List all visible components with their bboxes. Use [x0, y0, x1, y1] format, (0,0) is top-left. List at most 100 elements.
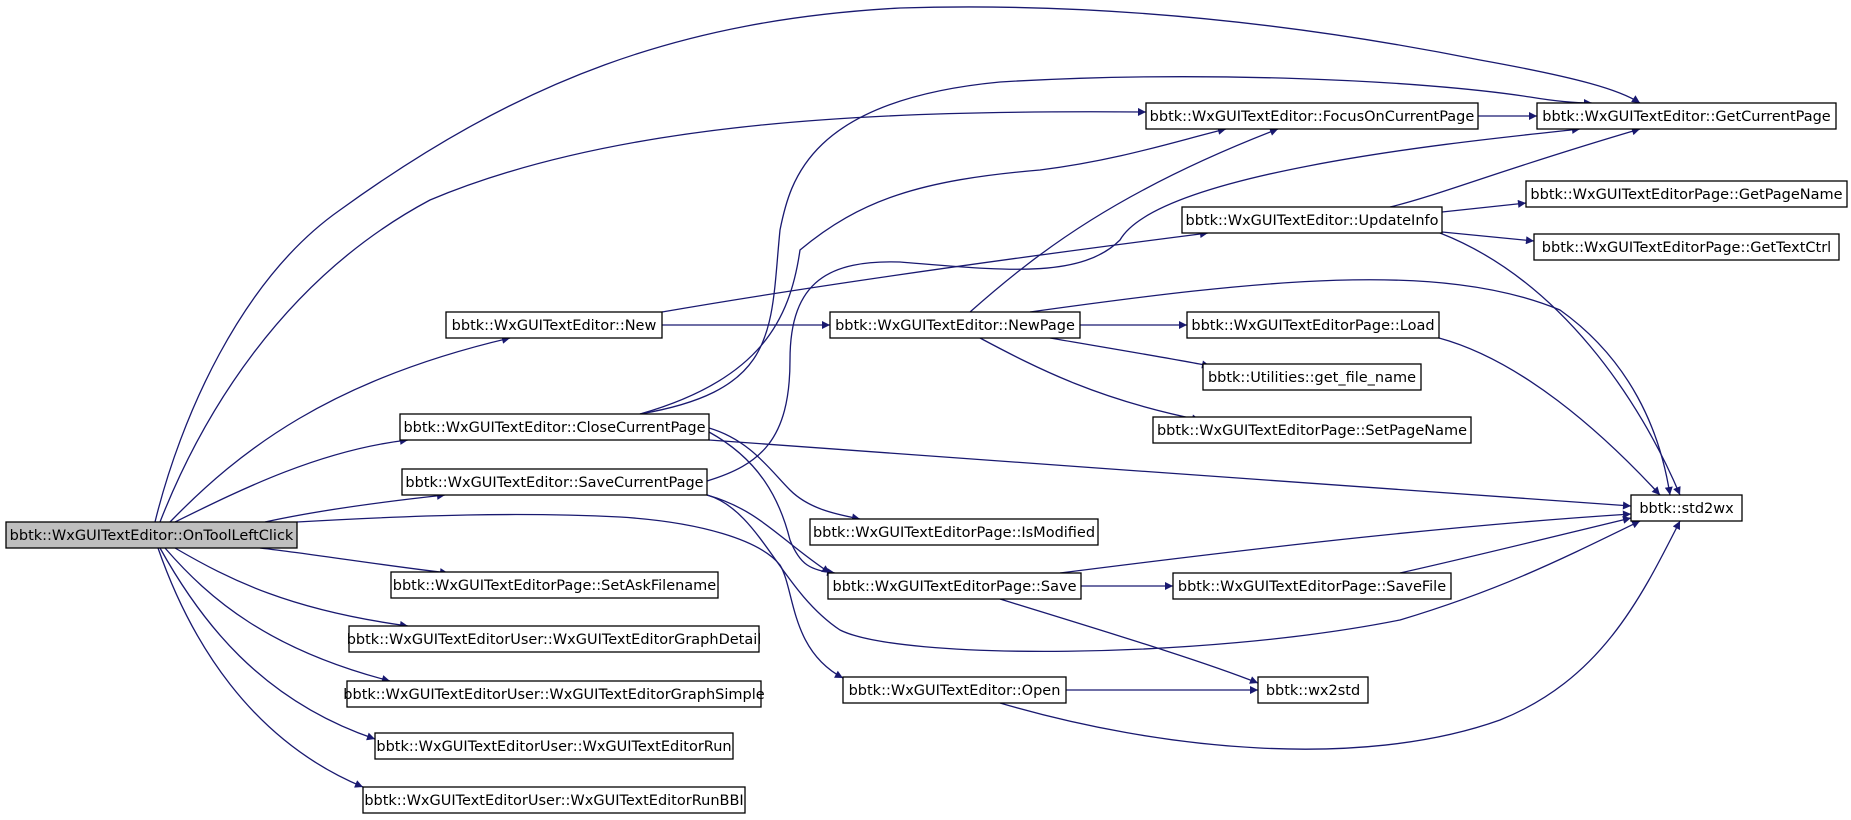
edge-save-to-std2wx	[1059, 510, 1632, 574]
edge-closeCurrentPage-to-save	[708, 431, 836, 577]
node-getCurrentPage[interactable]: bbtk::WxGUITextEditor::GetCurrentPage	[1536, 102, 1837, 130]
node-box	[1525, 180, 1848, 208]
node-box	[5, 521, 298, 549]
node-getPageName[interactable]: bbtk::WxGUITextEditorPage::GetPageName	[1525, 180, 1848, 208]
node-box	[346, 680, 762, 708]
edge-new-to-updateInfo	[661, 230, 1209, 313]
node-box	[1181, 206, 1443, 234]
node-box	[445, 311, 663, 339]
node-box	[809, 518, 1099, 546]
edge-updateInfo-to-getPageName	[1441, 199, 1527, 213]
edge-newPage-to-focusOnCurrentPage	[969, 128, 1279, 313]
edge-newPage-to-setPageName	[979, 337, 1201, 423]
node-label: bbtk::WxGUITextEditor::UpdateInfo	[1185, 213, 1438, 229]
node-label: bbtk::WxGUITextEditor::Open	[849, 683, 1061, 699]
node-label: bbtk::WxGUITextEditor::New	[452, 318, 657, 334]
edge-newPage-to-getFileName	[1049, 337, 1211, 369]
edge-onToolLeftClick-to-open	[296, 513, 844, 679]
node-box	[1536, 102, 1837, 130]
node-box	[1202, 363, 1422, 391]
node-label: bbtk::Utilities::get_file_name	[1208, 370, 1416, 386]
edge-load-to-std2wx	[1438, 337, 1661, 496]
edge-onToolLeftClick-to-focusOnCurrentPage	[159, 107, 1147, 523]
node-box	[1152, 416, 1472, 444]
node-label: bbtk::WxGUITextEditorPage::SetAskFilenam…	[393, 578, 717, 594]
node-box	[362, 786, 746, 814]
edge-closeCurrentPage-to-focusOnCurrentPage	[639, 126, 1227, 415]
node-load[interactable]: bbtk::WxGUITextEditorPage::Load	[1186, 311, 1440, 339]
node-save[interactable]: bbtk::WxGUITextEditorPage::Save	[827, 572, 1082, 600]
nodes-layer: bbtk::WxGUITextEditor::OnToolLeftClickbb…	[5, 102, 1848, 814]
edge-onToolLeftClick-to-setAskFilename	[259, 547, 449, 577]
edge-newPage-to-std2wx	[1029, 279, 1673, 496]
node-setAskFilename[interactable]: bbtk::WxGUITextEditorPage::SetAskFilenam…	[390, 571, 719, 599]
node-box	[401, 468, 708, 496]
node-graphSimple[interactable]: bbtk::WxGUITextEditorUser::WxGUITextEdit…	[343, 680, 765, 708]
node-box	[374, 732, 734, 760]
node-closeCurrentPage[interactable]: bbtk::WxGUITextEditor::CloseCurrentPage	[399, 413, 710, 441]
edge-saveCurrentPage-to-save	[706, 494, 831, 574]
node-box	[842, 676, 1067, 704]
node-graphDetail[interactable]: bbtk::WxGUITextEditorUser::WxGUITextEdit…	[347, 625, 762, 653]
node-label: bbtk::WxGUITextEditor::GetCurrentPage	[1542, 109, 1831, 125]
node-label: bbtk::WxGUITextEditor::CloseCurrentPage	[403, 420, 705, 436]
node-box	[1630, 494, 1743, 522]
edge-closeCurrentPage-to-std2wx	[708, 439, 1632, 510]
edge-onToolLeftClick-to-graphSimple	[164, 547, 391, 683]
node-runBBI[interactable]: bbtk::WxGUITextEditorUser::WxGUITextEdit…	[362, 786, 746, 814]
node-label: bbtk::WxGUITextEditorPage::SaveFile	[1178, 579, 1446, 595]
node-label: bbtk::WxGUITextEditorPage::Save	[832, 579, 1076, 595]
edge-onToolLeftClick-to-graphDetail	[174, 547, 409, 629]
edge-closeCurrentPage-to-isModified	[708, 427, 861, 522]
edge-onToolLeftClick-to-new	[169, 335, 511, 523]
node-label: bbtk::WxGUITextEditorUser::WxGUITextEdit…	[364, 793, 743, 809]
node-label: bbtk::WxGUITextEditorUser::WxGUITextEdit…	[343, 687, 764, 703]
node-run[interactable]: bbtk::WxGUITextEditorUser::WxGUITextEdit…	[374, 732, 734, 760]
node-box	[1186, 311, 1440, 339]
node-label: bbtk::WxGUITextEditorPage::SetPageName	[1157, 423, 1467, 439]
edges-layer	[154, 6, 1681, 788]
edge-saveCurrentPage-to-std2wx	[706, 494, 1641, 653]
node-updateInfo[interactable]: bbtk::WxGUITextEditor::UpdateInfo	[1181, 206, 1443, 234]
node-label: bbtk::WxGUITextEditorPage::IsModified	[813, 525, 1095, 541]
node-isModified[interactable]: bbtk::WxGUITextEditorPage::IsModified	[809, 518, 1099, 546]
node-box	[1533, 233, 1840, 261]
node-open[interactable]: bbtk::WxGUITextEditor::Open	[842, 676, 1067, 704]
node-box	[1257, 676, 1369, 704]
edge-onToolLeftClick-to-closeCurrentPage	[174, 436, 409, 523]
node-label: bbtk::WxGUITextEditor::OnToolLeftClick	[10, 528, 294, 544]
node-new[interactable]: bbtk::WxGUITextEditor::New	[445, 311, 663, 339]
node-label: bbtk::WxGUITextEditor::FocusOnCurrentPag…	[1150, 109, 1475, 125]
node-label: bbtk::WxGUITextEditorPage::GetTextCtrl	[1542, 240, 1831, 256]
edge-save-to-wx2std	[999, 598, 1259, 684]
node-onToolLeftClick[interactable]: bbtk::WxGUITextEditor::OnToolLeftClick	[5, 521, 298, 549]
node-focusOnCurrentPage[interactable]: bbtk::WxGUITextEditor::FocusOnCurrentPag…	[1145, 102, 1479, 130]
node-label: bbtk::std2wx	[1639, 501, 1734, 517]
node-box	[390, 571, 719, 599]
node-label: bbtk::WxGUITextEditor::NewPage	[835, 318, 1075, 334]
edge-onToolLeftClick-to-run	[159, 547, 376, 741]
node-label: bbtk::WxGUITextEditorUser::WxGUITextEdit…	[347, 632, 762, 648]
node-label: bbtk::WxGUITextEditor::SaveCurrentPage	[405, 475, 703, 491]
node-box	[1145, 102, 1479, 130]
node-box	[827, 572, 1082, 600]
node-setPageName[interactable]: bbtk::WxGUITextEditorPage::SetPageName	[1152, 416, 1472, 444]
node-saveFile[interactable]: bbtk::WxGUITextEditorPage::SaveFile	[1172, 572, 1452, 600]
node-label: bbtk::wx2std	[1266, 683, 1360, 699]
node-box	[399, 413, 710, 441]
node-wx2std[interactable]: bbtk::wx2std	[1257, 676, 1369, 704]
node-box	[348, 625, 760, 653]
edge-closeCurrentPage-to-getCurrentPage	[639, 76, 1593, 415]
edge-saveCurrentPage-to-getCurrentPage	[706, 125, 1581, 482]
node-box	[1172, 572, 1452, 600]
node-saveCurrentPage[interactable]: bbtk::WxGUITextEditor::SaveCurrentPage	[401, 468, 708, 496]
node-box	[829, 311, 1081, 339]
node-std2wx[interactable]: bbtk::std2wx	[1630, 494, 1743, 522]
node-newPage[interactable]: bbtk::WxGUITextEditor::NewPage	[829, 311, 1081, 339]
edge-saveFile-to-std2wx	[1399, 515, 1632, 574]
node-getTextCtrl[interactable]: bbtk::WxGUITextEditorPage::GetTextCtrl	[1533, 233, 1840, 261]
node-getFileName[interactable]: bbtk::Utilities::get_file_name	[1202, 363, 1422, 391]
edge-onToolLeftClick-to-getCurrentPage	[154, 6, 1641, 523]
node-label: bbtk::WxGUITextEditorPage::Load	[1191, 318, 1434, 334]
